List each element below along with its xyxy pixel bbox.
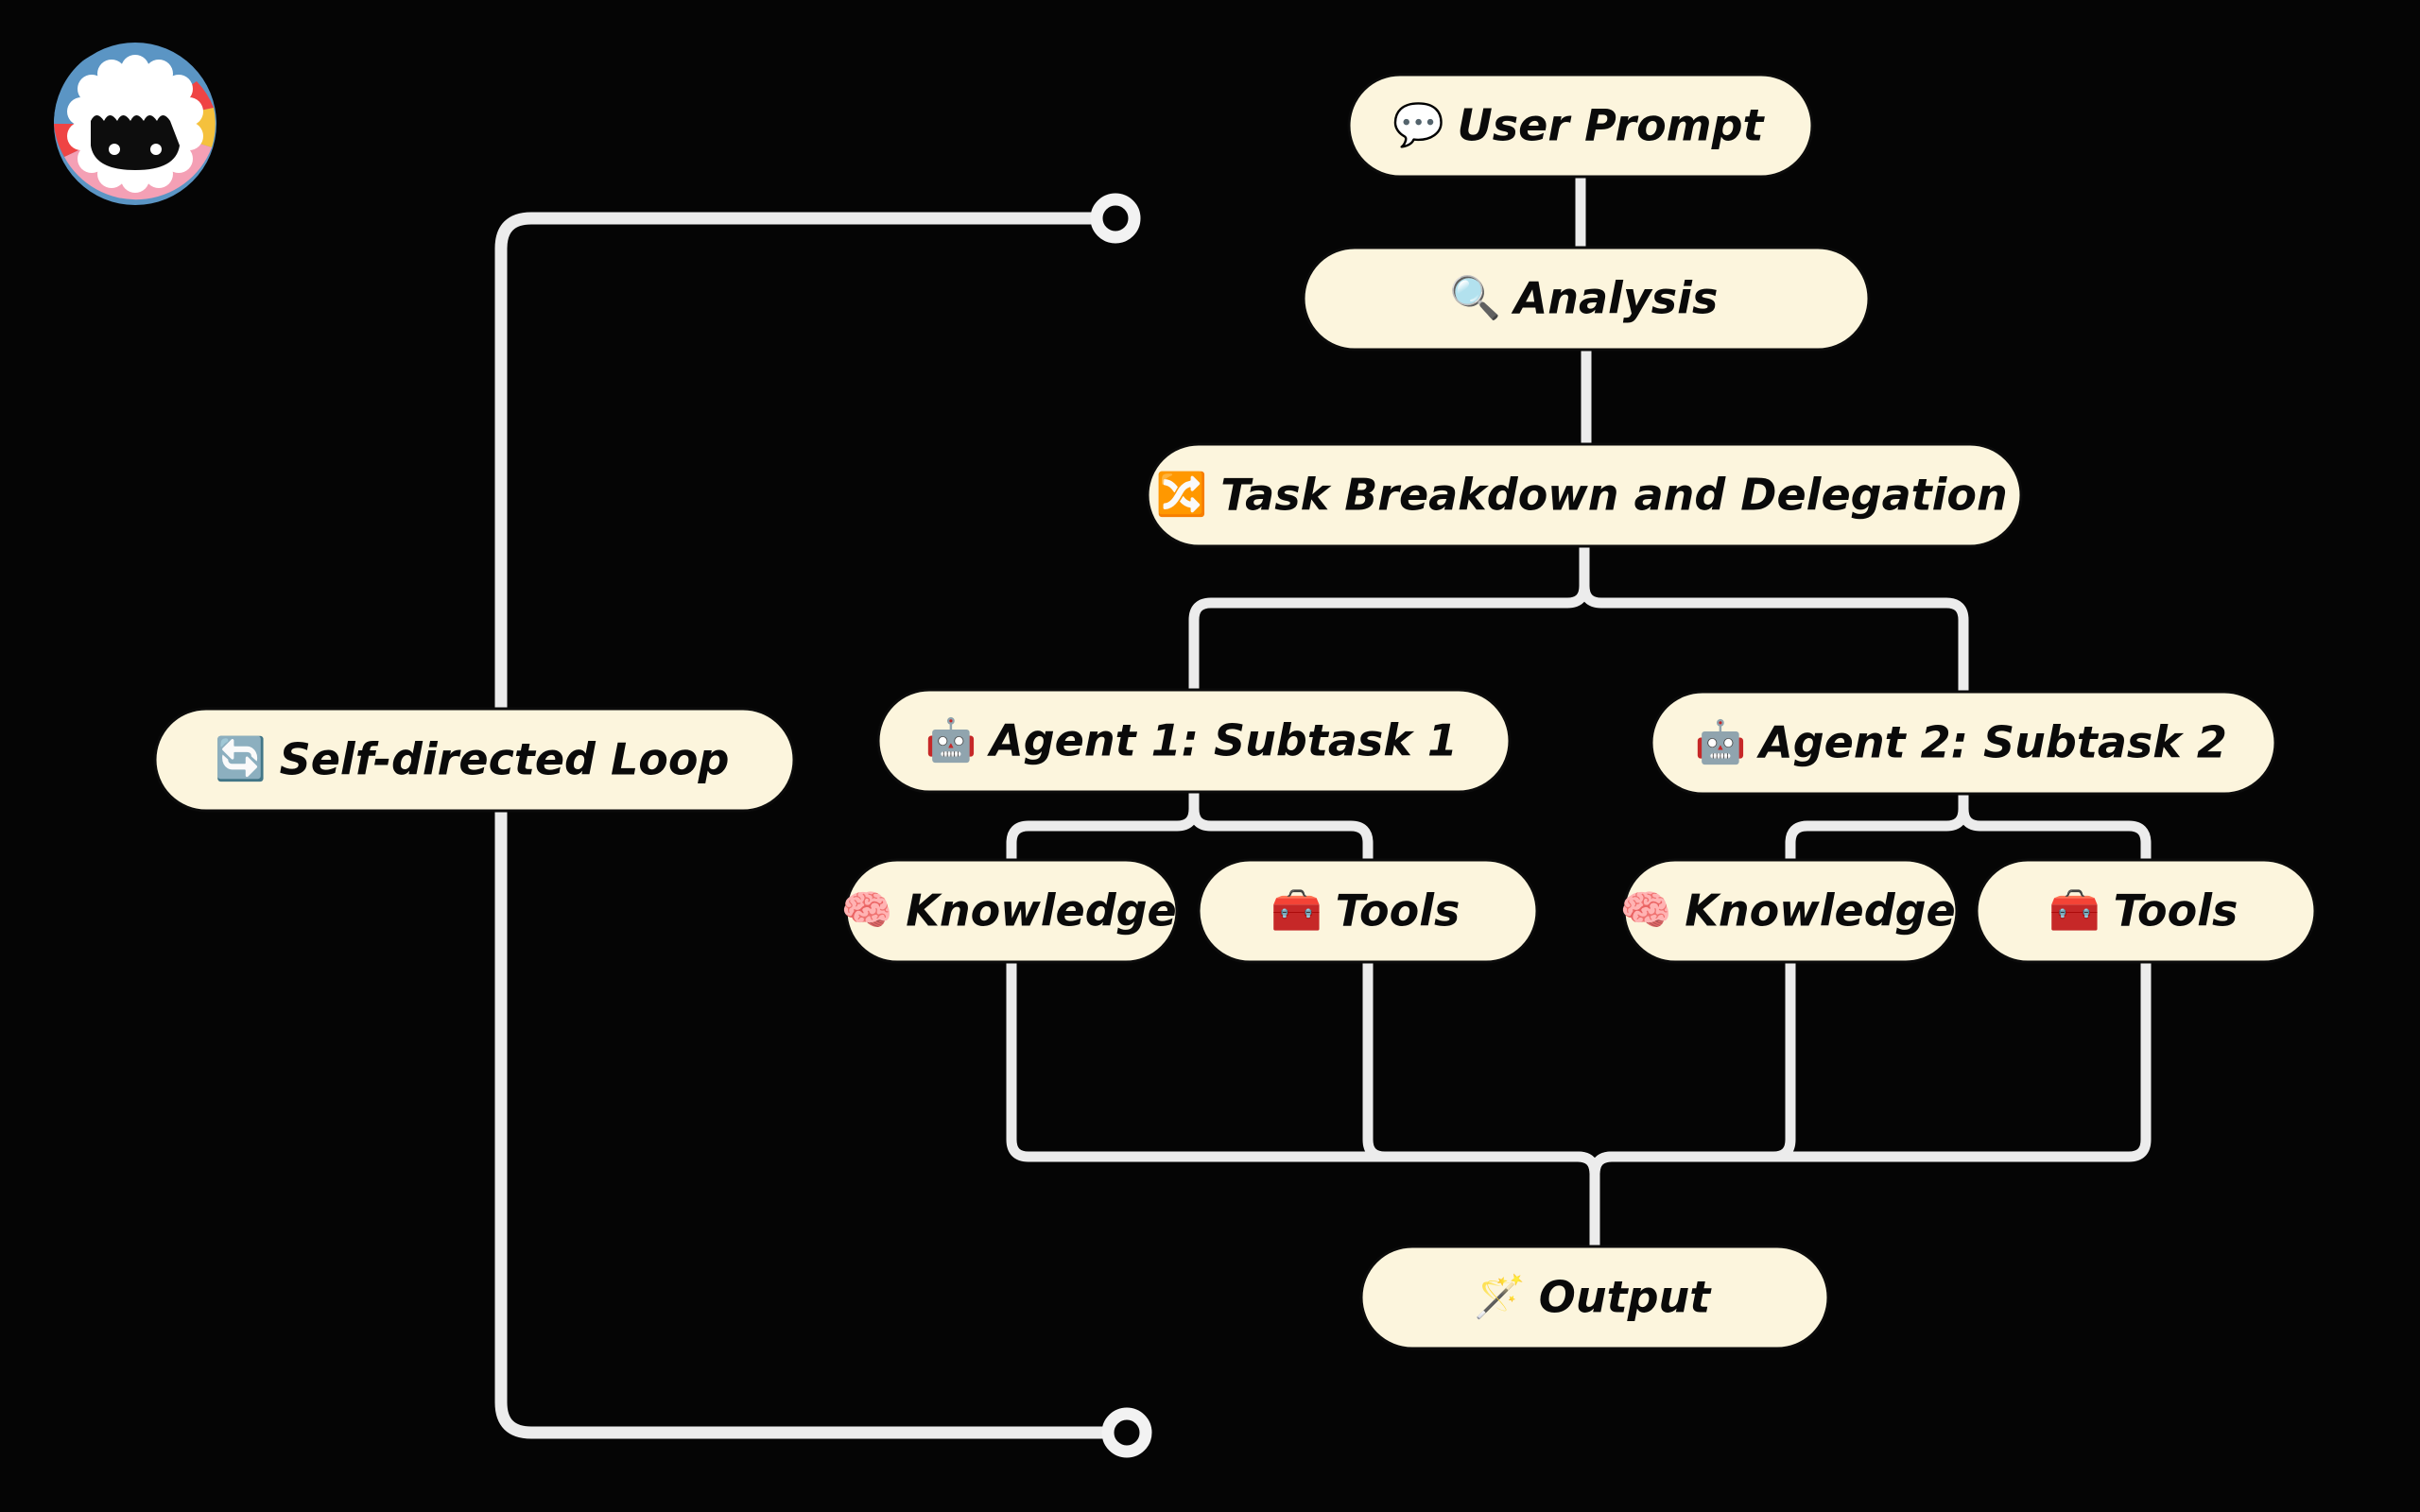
node-pill bbox=[1622, 858, 1959, 964]
node-pill bbox=[1197, 858, 1539, 964]
node-pill bbox=[1359, 1245, 1830, 1350]
node-knowledge2[interactable]: 🧠 Knowledge bbox=[1620, 858, 1959, 964]
brain-icon: 🧠 bbox=[1620, 886, 1672, 935]
edge-loop-top-rail bbox=[494, 212, 1097, 760]
edge-loop-bottom-rail bbox=[494, 760, 1108, 1439]
sheep-logo bbox=[53, 43, 216, 205]
toolbox-icon: 🧰 bbox=[2048, 886, 2100, 935]
node-label-agent1: Agent 1: Subtask 1 bbox=[987, 715, 1458, 766]
node-label-knowledge2: Knowledge bbox=[1685, 885, 1956, 936]
robot-icon: 🤖 bbox=[1695, 718, 1747, 766]
magnifying-glass-icon: 🔍 bbox=[1449, 271, 1501, 322]
node-self_loop[interactable]: 🔄 Self-directed Loop bbox=[153, 707, 796, 813]
edge-tools2-to-output bbox=[1589, 956, 2152, 1252]
node-pill bbox=[1347, 73, 1814, 179]
node-analysis[interactable]: 🔍Analysis bbox=[1302, 246, 1871, 352]
node-label-knowledge1: Knowledge bbox=[906, 885, 1177, 936]
shuffle-icon: 🔀 bbox=[1156, 471, 1208, 519]
node-label-output: Output bbox=[1539, 1272, 1713, 1323]
robot-icon: 🤖 bbox=[925, 716, 977, 765]
node-label-self_loop: Self-directed Loop bbox=[280, 734, 730, 785]
node-agent2[interactable]: 🤖Agent 2: Subtask 2 bbox=[1650, 690, 2277, 796]
edge-task-breakdown-to-agent2 bbox=[1579, 541, 1969, 697]
node-agent1[interactable]: 🤖Agent 1: Subtask 1 bbox=[876, 688, 1512, 794]
loop-endpoint-top-icon bbox=[1090, 193, 1141, 244]
node-user_prompt[interactable]: 💬 User Prompt bbox=[1347, 73, 1814, 179]
node-pill bbox=[876, 688, 1512, 794]
node-pill bbox=[153, 707, 796, 813]
node-pill bbox=[1975, 858, 2317, 964]
node-tools1[interactable]: 🧰 Tools bbox=[1197, 858, 1539, 964]
node-task_breakdown[interactable]: 🔀Task Breakdown and Delegation bbox=[1146, 442, 2023, 548]
node-label-agent2: Agent 2: Subtask 2 bbox=[1756, 717, 2227, 768]
refresh-icon: 🔄 bbox=[215, 735, 267, 783]
speech-balloon-icon: 💬 bbox=[1392, 101, 1444, 149]
sheep-face-icon bbox=[67, 55, 203, 193]
node-tools2[interactable]: 🧰 Tools bbox=[1975, 858, 2317, 964]
node-label-user_prompt: User Prompt bbox=[1457, 100, 1765, 151]
edge-agent2-to-tools2 bbox=[1958, 788, 2152, 866]
node-label-tools2: Tools bbox=[2114, 885, 2238, 936]
loop-endpoint-bottom-icon bbox=[1101, 1407, 1152, 1458]
magic-wand-icon: 🪄 bbox=[1474, 1273, 1526, 1321]
node-pill bbox=[1302, 246, 1871, 352]
toolbox-icon: 🧰 bbox=[1270, 886, 1322, 935]
node-label-task_breakdown: Task Breakdown and Delegation bbox=[1220, 470, 2007, 521]
node-pill bbox=[1650, 690, 2277, 796]
node-output[interactable]: 🪄 Output bbox=[1359, 1245, 1830, 1350]
node-label-analysis: Analysis bbox=[1512, 273, 1719, 324]
node-knowledge1[interactable]: 🧠 Knowledge bbox=[841, 858, 1179, 964]
brain-icon: 🧠 bbox=[841, 886, 893, 935]
node-pill bbox=[844, 858, 1179, 964]
edge-agent1-to-tools1 bbox=[1188, 786, 1374, 866]
node-label-tools1: Tools bbox=[1336, 885, 1461, 936]
node-pill bbox=[1146, 442, 2023, 548]
